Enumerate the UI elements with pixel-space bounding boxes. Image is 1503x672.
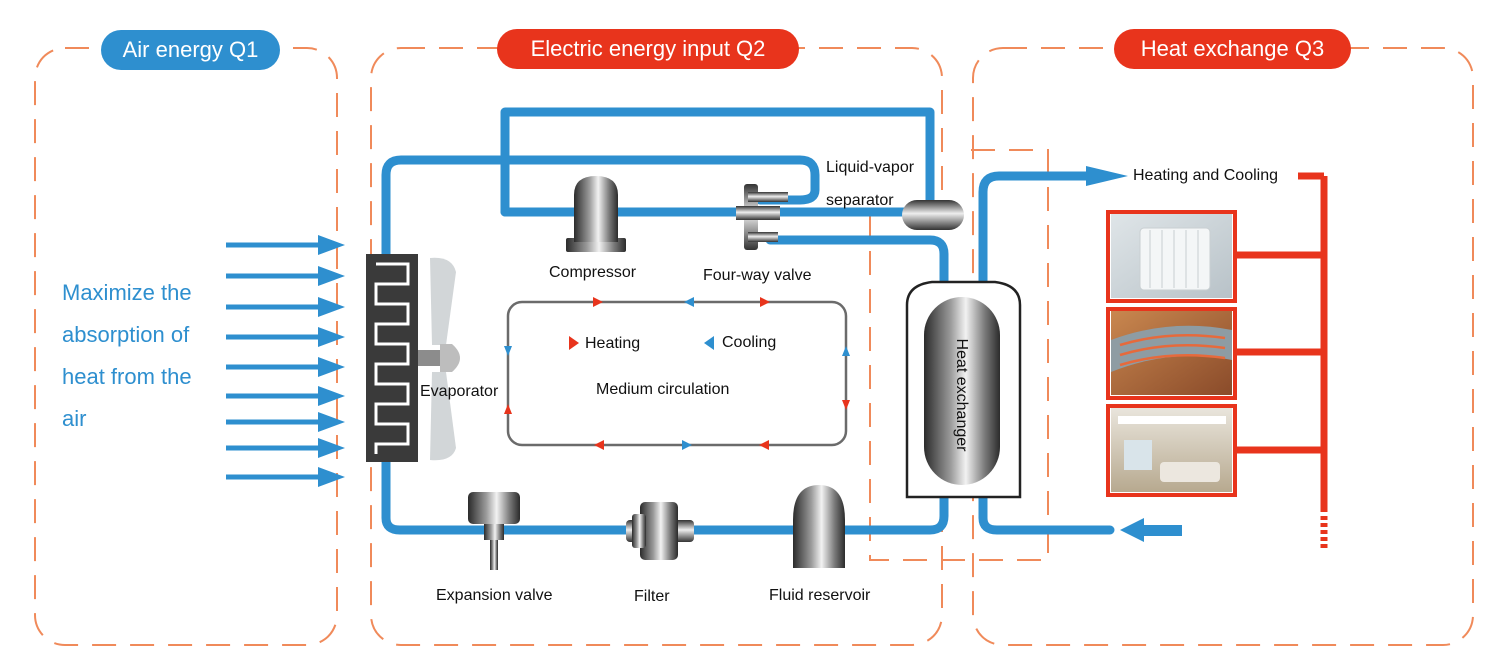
fluid-reservoir-icon — [793, 485, 845, 568]
distribution-bus — [1234, 172, 1328, 550]
heating-arrow-marker — [760, 297, 770, 307]
fluid-reservoir-label: Fluid reservoir — [769, 587, 871, 604]
air-arrow — [226, 297, 345, 317]
compressor-label: Compressor — [549, 264, 637, 281]
air-arrow — [226, 386, 345, 406]
cooling-legend-icon — [704, 336, 714, 350]
heat-exchanger-label: Heat exchanger — [953, 338, 970, 452]
pipe-exchanger-return — [978, 490, 1115, 535]
air-arrow — [226, 438, 345, 458]
floor-heating-photo — [1106, 307, 1237, 400]
air-arrow — [226, 266, 345, 286]
air-intake-arrows — [226, 235, 345, 487]
expansion-valve-icon — [468, 492, 520, 570]
intro-line: air — [62, 406, 87, 431]
heating-legend-icon — [569, 336, 579, 350]
return-arrow — [1120, 518, 1182, 542]
four-way-valve-label: Four-way valve — [703, 267, 812, 284]
air-arrow — [226, 412, 345, 432]
expansion-valve-label: Expansion valve — [436, 587, 553, 604]
cooling-legend-label: Cooling — [722, 334, 777, 351]
air-arrow — [226, 327, 345, 347]
intro-text: Maximize the absorption of heat from the… — [62, 272, 192, 440]
intro-line: absorption of — [62, 322, 190, 347]
heating-arrow-marker — [594, 440, 604, 450]
compressor-icon — [566, 176, 626, 252]
heating-arrow-marker — [593, 297, 603, 307]
pipe-evaporator-to-valve — [381, 155, 820, 260]
intro-line: heat from the — [62, 364, 192, 389]
heating-legend-label: Heating — [585, 335, 641, 352]
cooling-arrow-marker — [504, 346, 512, 356]
liquid-vapor-separator-icon — [902, 200, 964, 230]
pipe-compressor-loop — [500, 107, 935, 217]
evaporator-coil — [366, 254, 418, 462]
heating-arrow-marker — [842, 400, 850, 410]
cooling-arrow-marker — [684, 297, 694, 307]
cooling-arrow-marker — [842, 346, 850, 356]
intro-line: Maximize the — [62, 280, 192, 305]
medium-circulation-label: Medium circulation — [596, 381, 730, 398]
pipe-exchanger-outlet — [978, 171, 1097, 295]
fan-icon — [418, 257, 460, 461]
heating-arrow-marker — [504, 404, 512, 414]
outlet-arrow-head — [1086, 166, 1128, 186]
filter-icon — [626, 502, 694, 560]
air-arrow — [226, 235, 345, 255]
air-arrow — [226, 357, 345, 377]
inner-dashed-frame — [869, 149, 1049, 561]
heating-arrow-marker — [759, 440, 769, 450]
evaporator-label: Evaporator — [420, 383, 499, 400]
liquid-vapor-label-line2: separator — [826, 192, 894, 209]
air-arrow — [226, 467, 345, 487]
heating-cooling-label: Heating and Cooling — [1133, 167, 1278, 184]
pipe-valve-to-exchanger — [765, 235, 949, 295]
electric-energy-badge: Electric energy input Q2 — [497, 29, 799, 69]
four-way-valve-icon — [736, 184, 788, 250]
heat-exchange-badge: Heat exchange Q3 — [1114, 29, 1351, 69]
radiator-photo — [1106, 210, 1237, 303]
air-conditioned-room-photo — [1106, 404, 1237, 497]
cooling-arrow-marker — [682, 440, 692, 450]
medium-circulation-loop — [504, 297, 850, 450]
heat-exchanger-icon — [905, 280, 1022, 499]
air-energy-badge: Air energy Q1 — [101, 30, 280, 70]
filter-label: Filter — [634, 588, 670, 605]
liquid-vapor-label-line1: Liquid-vapor — [826, 159, 915, 176]
